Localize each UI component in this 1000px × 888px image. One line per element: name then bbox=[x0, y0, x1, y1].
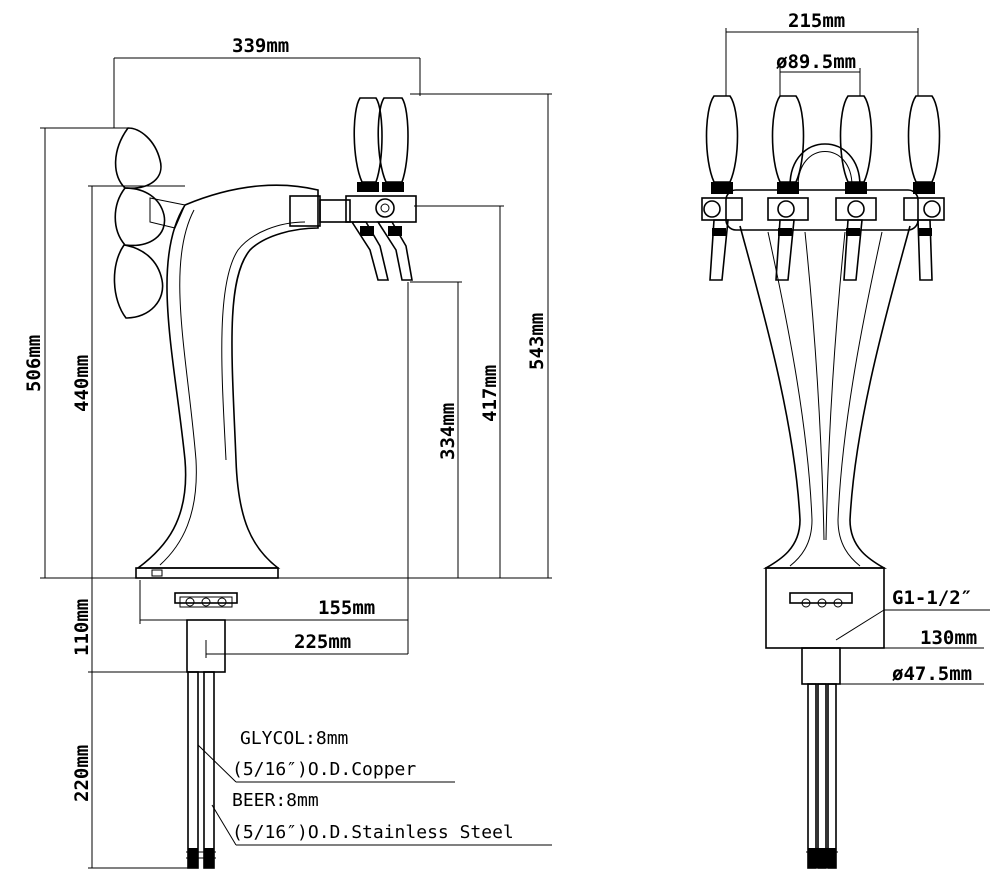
tap-3 bbox=[835, 95, 877, 281]
tap-1 bbox=[701, 95, 743, 281]
tap-2 bbox=[767, 95, 809, 281]
dim-130: 130mm bbox=[920, 627, 977, 649]
glycol-spec-label: (5/16″)O.D.Copper bbox=[232, 759, 416, 780]
thread-label: G1-1/2″ bbox=[892, 587, 972, 609]
dim-506: 506mm bbox=[23, 335, 45, 392]
dim-215: 215mm bbox=[788, 10, 845, 32]
dim-339: 339mm bbox=[232, 35, 289, 57]
dim-334: 334mm bbox=[437, 403, 459, 460]
dim-543: 543mm bbox=[526, 313, 548, 370]
front-view: 215mm ø89.5mm G1-1/2″ 130mm ø47.5mm bbox=[701, 10, 990, 869]
side-view: 339mm 506mm 440mm 543mm 417mm 334mm 155m… bbox=[23, 35, 552, 869]
dim-220: 220mm bbox=[71, 745, 93, 802]
dim-417: 417mm bbox=[479, 365, 501, 422]
dim-110: 110mm bbox=[71, 599, 93, 656]
glycol-label: GLYCOL:8mm bbox=[240, 728, 348, 749]
dim-89-5: ø89.5mm bbox=[776, 51, 856, 73]
beer-label: BEER:8mm bbox=[232, 790, 319, 811]
tap-4 bbox=[903, 95, 945, 281]
dim-47-5: ø47.5mm bbox=[892, 663, 972, 685]
dim-440: 440mm bbox=[71, 355, 93, 412]
beer-spec-label: (5/16″)O.D.Stainless Steel bbox=[232, 822, 514, 843]
dim-155: 155mm bbox=[318, 597, 375, 619]
dim-225: 225mm bbox=[294, 631, 351, 653]
